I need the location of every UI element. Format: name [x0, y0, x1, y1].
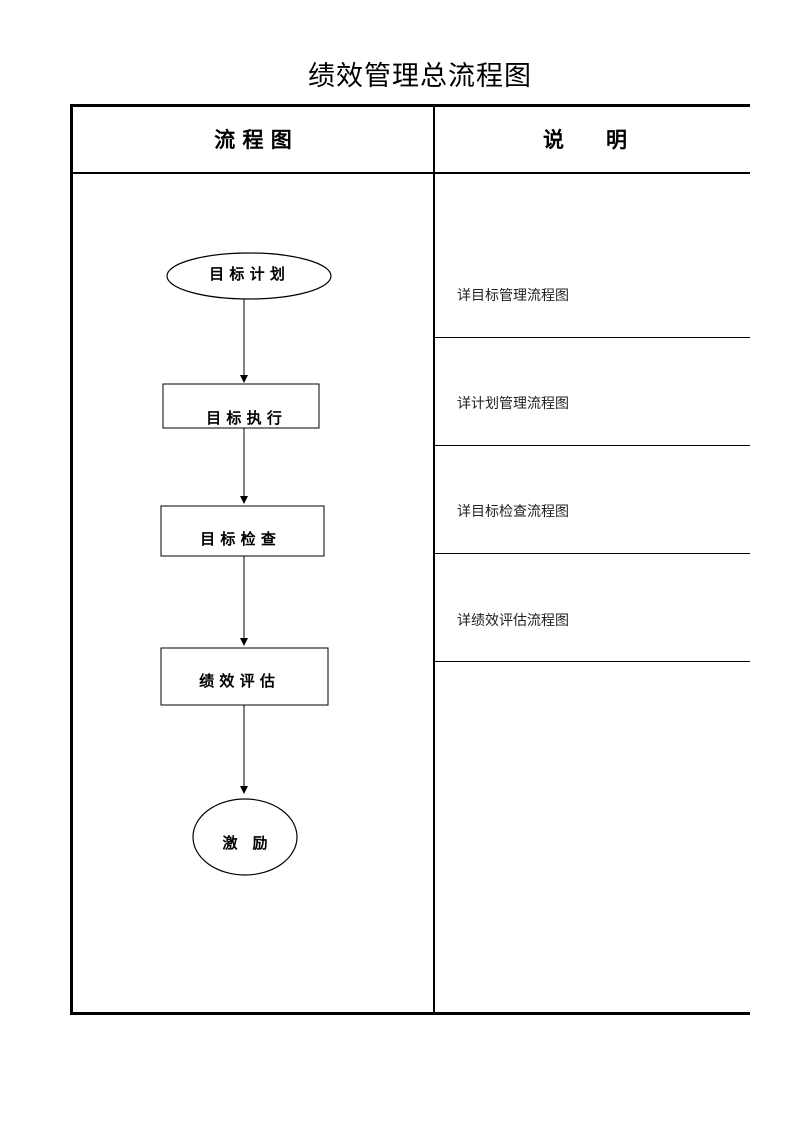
- column-divider: [433, 104, 435, 1015]
- flow-node-performance-evaluation-label: 绩 效 评 估: [199, 672, 275, 690]
- flow-node-target-plan: 目 标 计 划: [166, 252, 332, 300]
- flow-node-target-execute: 目 标 执 行: [162, 383, 320, 429]
- desc-row-divider-3: [435, 553, 750, 554]
- table-bottom-border: [70, 1012, 750, 1015]
- page-title: 绩效管理总流程图: [308, 61, 532, 92]
- flow-node-incentive: 激 励: [192, 798, 298, 876]
- description-target-plan: 详目标管理流程图: [457, 288, 569, 304]
- desc-row-divider-1: [435, 337, 750, 338]
- flow-column-header: 流 程 图: [214, 128, 292, 152]
- flow-node-incentive-label: 激 励: [222, 834, 267, 852]
- flow-node-performance-evaluation: 绩 效 评 估: [160, 647, 329, 706]
- description-target-check: 详目标检查流程图: [457, 504, 569, 520]
- desc-row-divider-4: [435, 661, 750, 662]
- description-plan-management: 详计划管理流程图: [457, 396, 569, 412]
- header-bottom-border: [70, 172, 750, 174]
- flow-node-target-check-label: 目 标 检 查: [200, 530, 277, 548]
- description-column-header: 说 明: [543, 128, 627, 152]
- flow-node-target-check: 目 标 检 查: [160, 505, 325, 557]
- table-left-border: [70, 104, 73, 1015]
- flow-node-target-execute-label: 目 标 执 行: [206, 409, 282, 427]
- table-top-border: [70, 104, 750, 107]
- flow-node-target-plan-label: 目 标 计 划: [209, 265, 285, 283]
- description-performance-evaluation: 详绩效评估流程图: [457, 613, 569, 629]
- desc-row-divider-2: [435, 445, 750, 446]
